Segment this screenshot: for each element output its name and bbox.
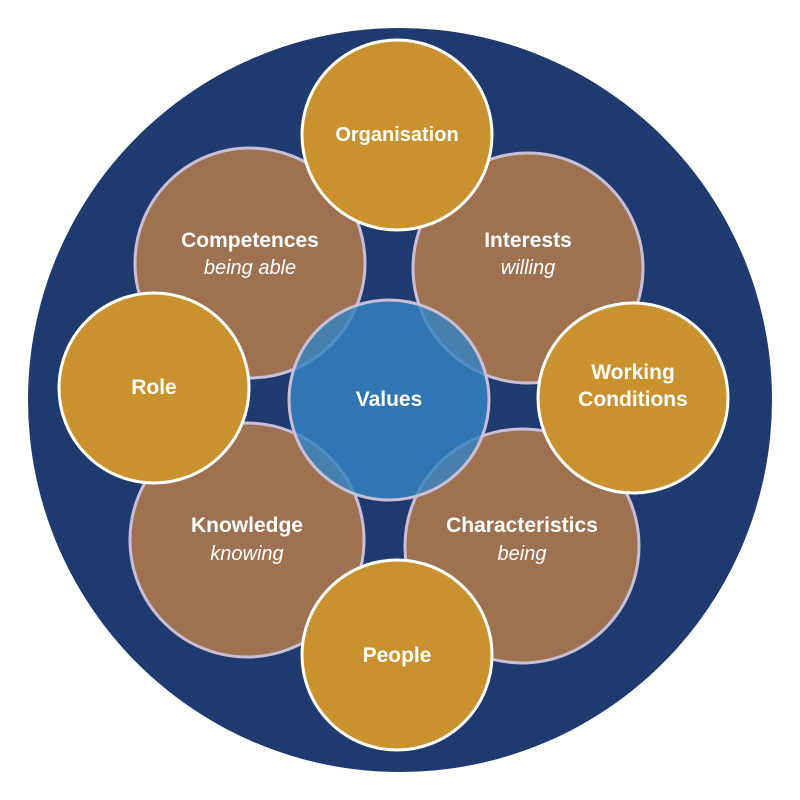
characteristics-sublabel: being bbox=[498, 543, 547, 565]
characteristics-label: Characteristics bbox=[446, 514, 598, 537]
knowledge-sublabel: knowing bbox=[210, 543, 283, 565]
people-label: People bbox=[363, 644, 432, 667]
outer-circle-role: Role bbox=[57, 291, 251, 485]
organisation-label: Organisation bbox=[335, 124, 458, 146]
interests-sublabel: willing bbox=[501, 257, 555, 279]
working-label: Working bbox=[591, 361, 675, 384]
conditions-label: Conditions bbox=[578, 388, 688, 411]
outer-circle-working-conditions: Working Conditions bbox=[536, 301, 730, 495]
competences-label: Competences bbox=[181, 229, 319, 252]
interests-label: Interests bbox=[484, 229, 572, 252]
center-circle-values: Values bbox=[287, 298, 491, 502]
competences-sublabel: being able bbox=[204, 257, 296, 279]
role-label: Role bbox=[131, 376, 177, 399]
inner-circle-knowledge: Knowledge knowing bbox=[128, 421, 366, 659]
outer-circle-people: People bbox=[300, 558, 494, 752]
knowledge-label: Knowledge bbox=[191, 514, 303, 537]
outer-circle-organisation: Organisation bbox=[300, 38, 494, 232]
values-label: Values bbox=[356, 388, 423, 411]
